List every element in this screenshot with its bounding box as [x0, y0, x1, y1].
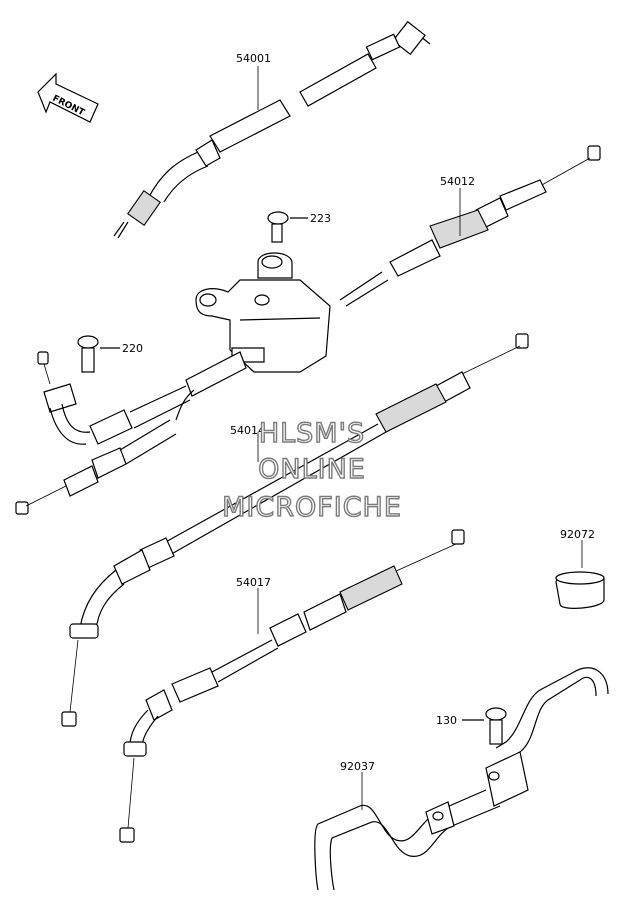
- callout-54017: 54017: [236, 576, 271, 589]
- throttle-cable-lower: [15, 389, 195, 515]
- clamp-92072: [555, 571, 605, 609]
- callout-92037: 92037: [340, 760, 375, 773]
- clutch-cable-54012: [339, 145, 601, 307]
- screw-223: [267, 211, 308, 243]
- hose-92037: [314, 667, 609, 891]
- callout-130: 130: [436, 714, 457, 727]
- callout-92072: 92072: [560, 528, 595, 541]
- bolt-130: [462, 707, 507, 745]
- watermark-line-1: HLSM'S: [259, 418, 365, 449]
- callout-220: 220: [122, 342, 143, 355]
- callout-54012: 54012: [440, 175, 475, 188]
- throttle-cable-54014: [61, 333, 529, 727]
- throttle-housing: [195, 252, 331, 373]
- watermark: HLSM'S ONLINE MICROFICHE: [221, 417, 402, 523]
- front-arrow-icon: FRONT: [37, 72, 99, 123]
- watermark-line-2: ONLINE: [258, 454, 366, 485]
- callout-54001: 54001: [236, 52, 271, 65]
- screw-220: [77, 335, 120, 373]
- callout-54014: 54014: [230, 424, 265, 437]
- throttle-cable-upper: [37, 351, 247, 445]
- callout-223: 223: [310, 212, 331, 225]
- watermark-line-3: MICROFICHE: [222, 492, 402, 523]
- speedometer-cable-54001: [113, 20, 431, 239]
- leader-lines: [257, 66, 583, 810]
- throttle-cable-54017: [119, 529, 465, 843]
